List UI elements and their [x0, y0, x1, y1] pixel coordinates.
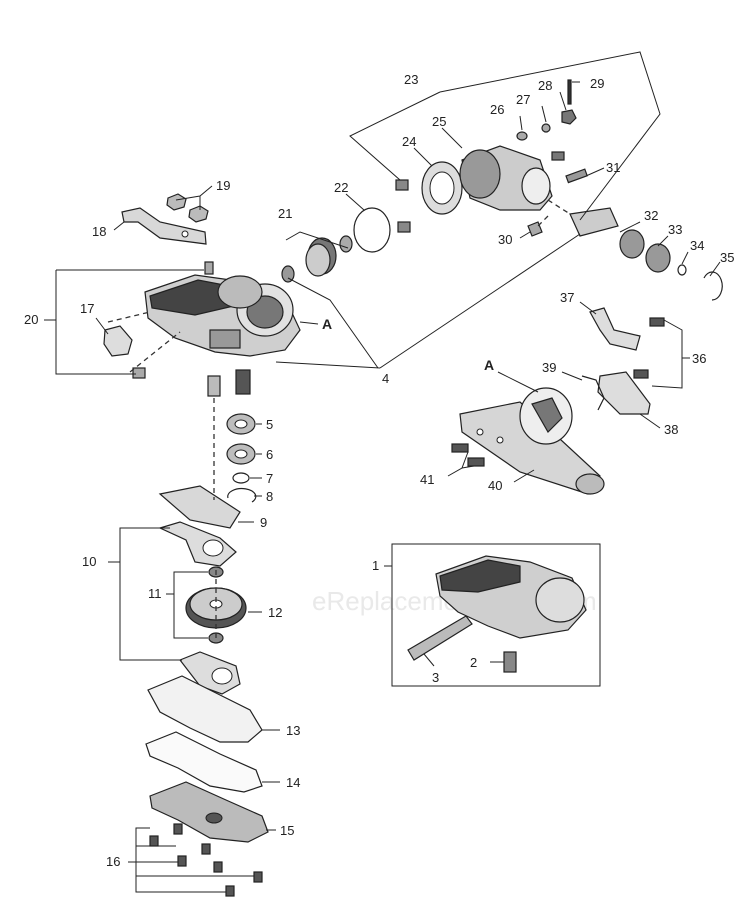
washer-part-7	[232, 472, 250, 484]
callout-21: 21	[278, 206, 292, 221]
screw-part-36	[633, 317, 665, 379]
bolt-part-20b	[132, 367, 146, 379]
callout-1: 1	[372, 558, 379, 573]
bracket-part-37	[589, 307, 641, 351]
callout-40: 40	[488, 478, 502, 493]
callout-3: 3	[432, 670, 439, 685]
callout-34: 34	[690, 238, 704, 253]
callout-31: 31	[606, 160, 620, 175]
stud-part-29	[567, 79, 572, 105]
callout-33: 33	[668, 222, 682, 237]
callout-20: 20	[24, 312, 38, 327]
handle-tube-part-40	[459, 401, 605, 495]
callout-25: 25	[432, 114, 446, 129]
bolt-set-part-16	[149, 823, 263, 897]
shaft-part-32	[569, 207, 619, 237]
bearing-part-6	[226, 443, 256, 465]
bearing-set-part-21	[305, 235, 353, 277]
washer-part-27	[541, 123, 551, 133]
cover-part-15	[149, 781, 269, 843]
gear-housing	[144, 261, 301, 357]
callout-24: 24	[402, 134, 416, 149]
callout-13: 13	[286, 723, 300, 738]
plate-part-38	[597, 371, 651, 415]
callout-23: 23	[404, 72, 418, 87]
callout-26: 26	[490, 102, 504, 117]
callout-36: 36	[692, 351, 706, 366]
ring-part-22	[353, 207, 391, 253]
callout-15: 15	[280, 823, 294, 838]
callout-38: 38	[664, 422, 678, 437]
callout-2: 2	[470, 655, 477, 670]
screw-set-part-41	[451, 443, 485, 467]
callout-35: 35	[720, 250, 734, 265]
callout-6: 6	[266, 447, 273, 462]
callout-14: 14	[286, 775, 300, 790]
callout-41: 41	[420, 472, 434, 487]
callout-ref-A-left: A	[322, 316, 332, 332]
callout-28: 28	[538, 78, 552, 93]
callout-39: 39	[542, 360, 556, 375]
callout-19: 19	[216, 178, 230, 193]
callout-ref-A-right: A	[484, 357, 494, 373]
callout-5: 5	[266, 417, 273, 432]
leader-lines	[44, 51, 721, 893]
screw-part-23a	[395, 179, 411, 233]
gasket-part-24	[421, 161, 463, 215]
washer-part-34	[677, 264, 687, 276]
callout-16: 16	[106, 854, 120, 869]
callout-22: 22	[334, 180, 348, 195]
callout-37: 37	[560, 290, 574, 305]
spacer-part-4	[281, 265, 295, 283]
washer-part-26	[516, 131, 528, 141]
callout-30: 30	[498, 232, 512, 247]
clip-part-17	[103, 325, 133, 357]
callout-8: 8	[266, 489, 273, 504]
plate-part-14	[145, 731, 263, 793]
callout-29: 29	[590, 76, 604, 91]
bearing-part-33	[619, 229, 671, 273]
callout-labels: 1 2 3 4 5 6 7 8 9 10 11 12 13 14 15 16 1…	[24, 72, 734, 869]
screw-part-31	[551, 151, 588, 184]
bracket-part-18	[121, 207, 207, 245]
callout-10: 10	[82, 554, 96, 569]
snap-ring-part-35	[703, 271, 723, 301]
cover-plate-part-10a	[158, 521, 237, 567]
callout-17: 17	[80, 301, 94, 316]
callout-27: 27	[516, 92, 530, 107]
nut-part-28	[561, 109, 577, 125]
head-housing-part-25	[459, 145, 553, 211]
alignment-lines	[107, 199, 571, 640]
callout-11: 11	[148, 586, 162, 601]
callout-32: 32	[644, 208, 658, 223]
detail-circle-A	[519, 387, 573, 445]
callout-9: 9	[260, 515, 267, 530]
gear-part-12	[185, 566, 247, 644]
snap-ring-part-8	[227, 487, 257, 503]
bearing-part-5	[226, 413, 256, 435]
callout-18: 18	[92, 224, 106, 239]
callout-12: 12	[268, 605, 282, 620]
spring-part-39	[581, 375, 605, 411]
callout-7: 7	[266, 471, 273, 486]
plate-part-9	[158, 485, 241, 529]
callout-4: 4	[382, 371, 389, 386]
pinion-shaft	[207, 369, 251, 397]
gasket-part-13	[147, 675, 263, 743]
